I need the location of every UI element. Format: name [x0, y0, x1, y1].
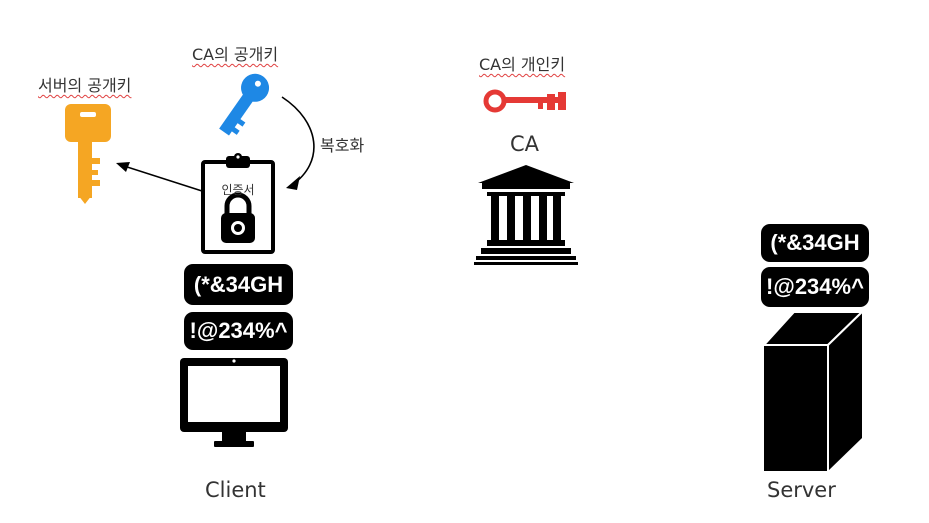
server-public-key-label: 서버의 공개키 [38, 76, 132, 95]
server-data-pill-1: (*&34GH [761, 224, 869, 262]
ca-private-key-label: CA의 개인키 [479, 55, 566, 74]
ca-label: CA [510, 132, 540, 156]
client-label: Client [205, 478, 266, 502]
certificate-icon [201, 153, 275, 254]
server-tower-icon [762, 311, 864, 471]
client-data-pill-2: !@234%^ [184, 312, 293, 350]
ca-building-icon [474, 165, 578, 265]
client-data-pill-1: (*&34GH [184, 264, 293, 305]
server-label: Server [767, 478, 836, 502]
ca-public-key-label: CA의 공개키 [192, 45, 279, 64]
decrypt-label: 복호화 [320, 136, 365, 155]
decrypt-arrow [281, 96, 315, 190]
certificate-label: 인증서 [221, 183, 255, 197]
extract-key-arrow [116, 162, 203, 192]
server-key-icon [65, 104, 111, 204]
server-data-pill-2: !@234%^ [761, 267, 869, 307]
ca-private-key-icon [483, 89, 566, 113]
client-monitor-icon [180, 358, 288, 447]
ca-public-key-icon [219, 73, 270, 136]
